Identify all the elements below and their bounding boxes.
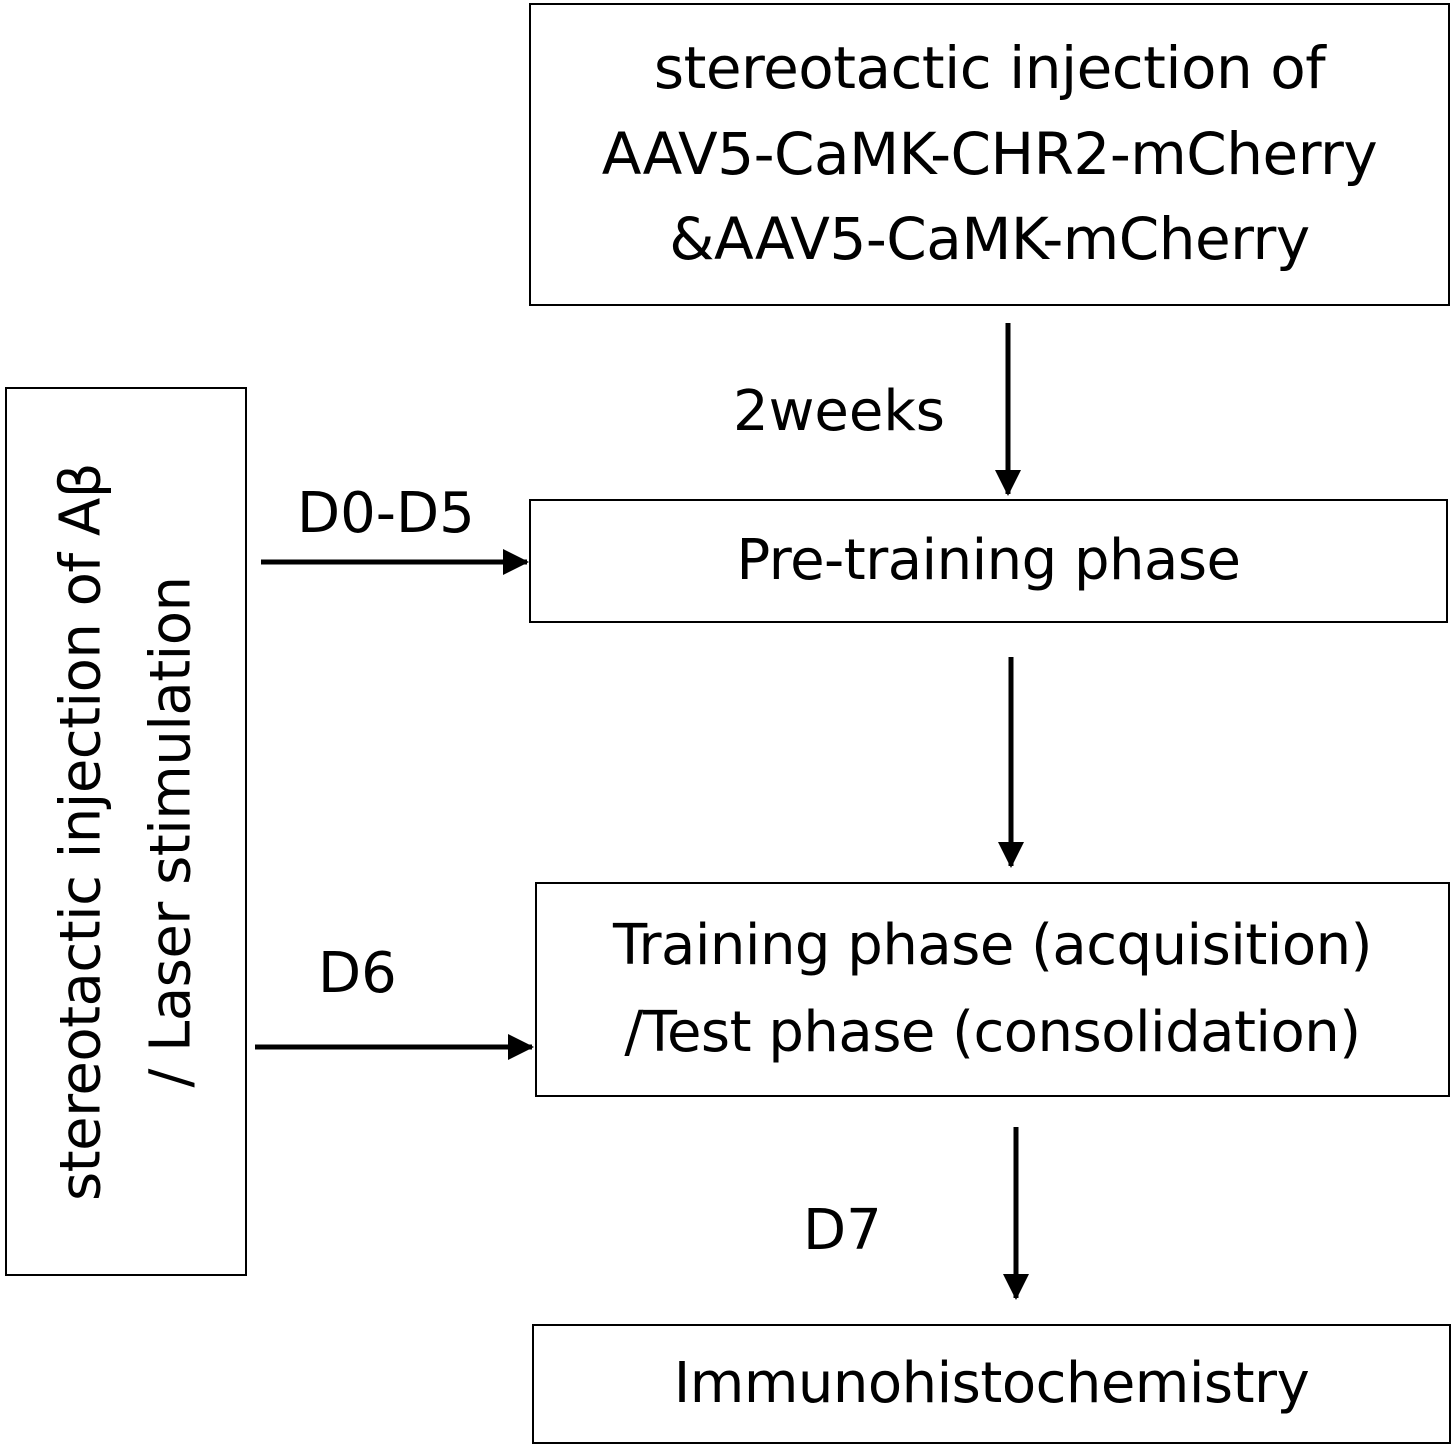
training-line-1: Training phase (acquisition) [613, 912, 1372, 978]
abeta-laser-text: stereotactic injection of Aβ / Laser sti… [36, 392, 215, 1272]
training-text: Training phase (acquisition) /Test phase… [613, 903, 1372, 1077]
abeta-line-1: stereotactic injection of Aβ [48, 462, 114, 1201]
label-d0-d5: D0-D5 [297, 481, 475, 546]
abeta-laser-rotated: stereotactic injection of Aβ / Laser sti… [36, 392, 215, 1272]
immunohistochemistry-box: Immunohistochemistry [532, 1324, 1451, 1444]
label-d7: D7 [803, 1198, 882, 1263]
pretraining-box: Pre-training phase [529, 499, 1448, 623]
aav-injection-box: stereotactic injection of AAV5-CaMK-CHR2… [529, 3, 1450, 306]
training-box: Training phase (acquisition) /Test phase… [535, 882, 1450, 1097]
aav-line-3: &AAV5-CaMK-mCherry [669, 205, 1310, 274]
abeta-laser-box: stereotactic injection of Aβ / Laser sti… [5, 387, 247, 1276]
immunohistochemistry-text: Immunohistochemistry [673, 1351, 1310, 1416]
label-2weeks: 2weeks [733, 379, 945, 444]
aav-injection-text: stereotactic injection of AAV5-CaMK-CHR2… [601, 26, 1378, 283]
training-line-2: /Test phase (consolidation) [624, 999, 1361, 1065]
label-d6: D6 [318, 941, 397, 1006]
aav-line-1: stereotactic injection of [653, 33, 1326, 102]
abeta-line-2: / Laser stimulation [138, 576, 203, 1088]
aav-line-2: AAV5-CaMK-CHR2-mCherry [601, 119, 1378, 188]
pretraining-text: Pre-training phase [736, 528, 1241, 593]
